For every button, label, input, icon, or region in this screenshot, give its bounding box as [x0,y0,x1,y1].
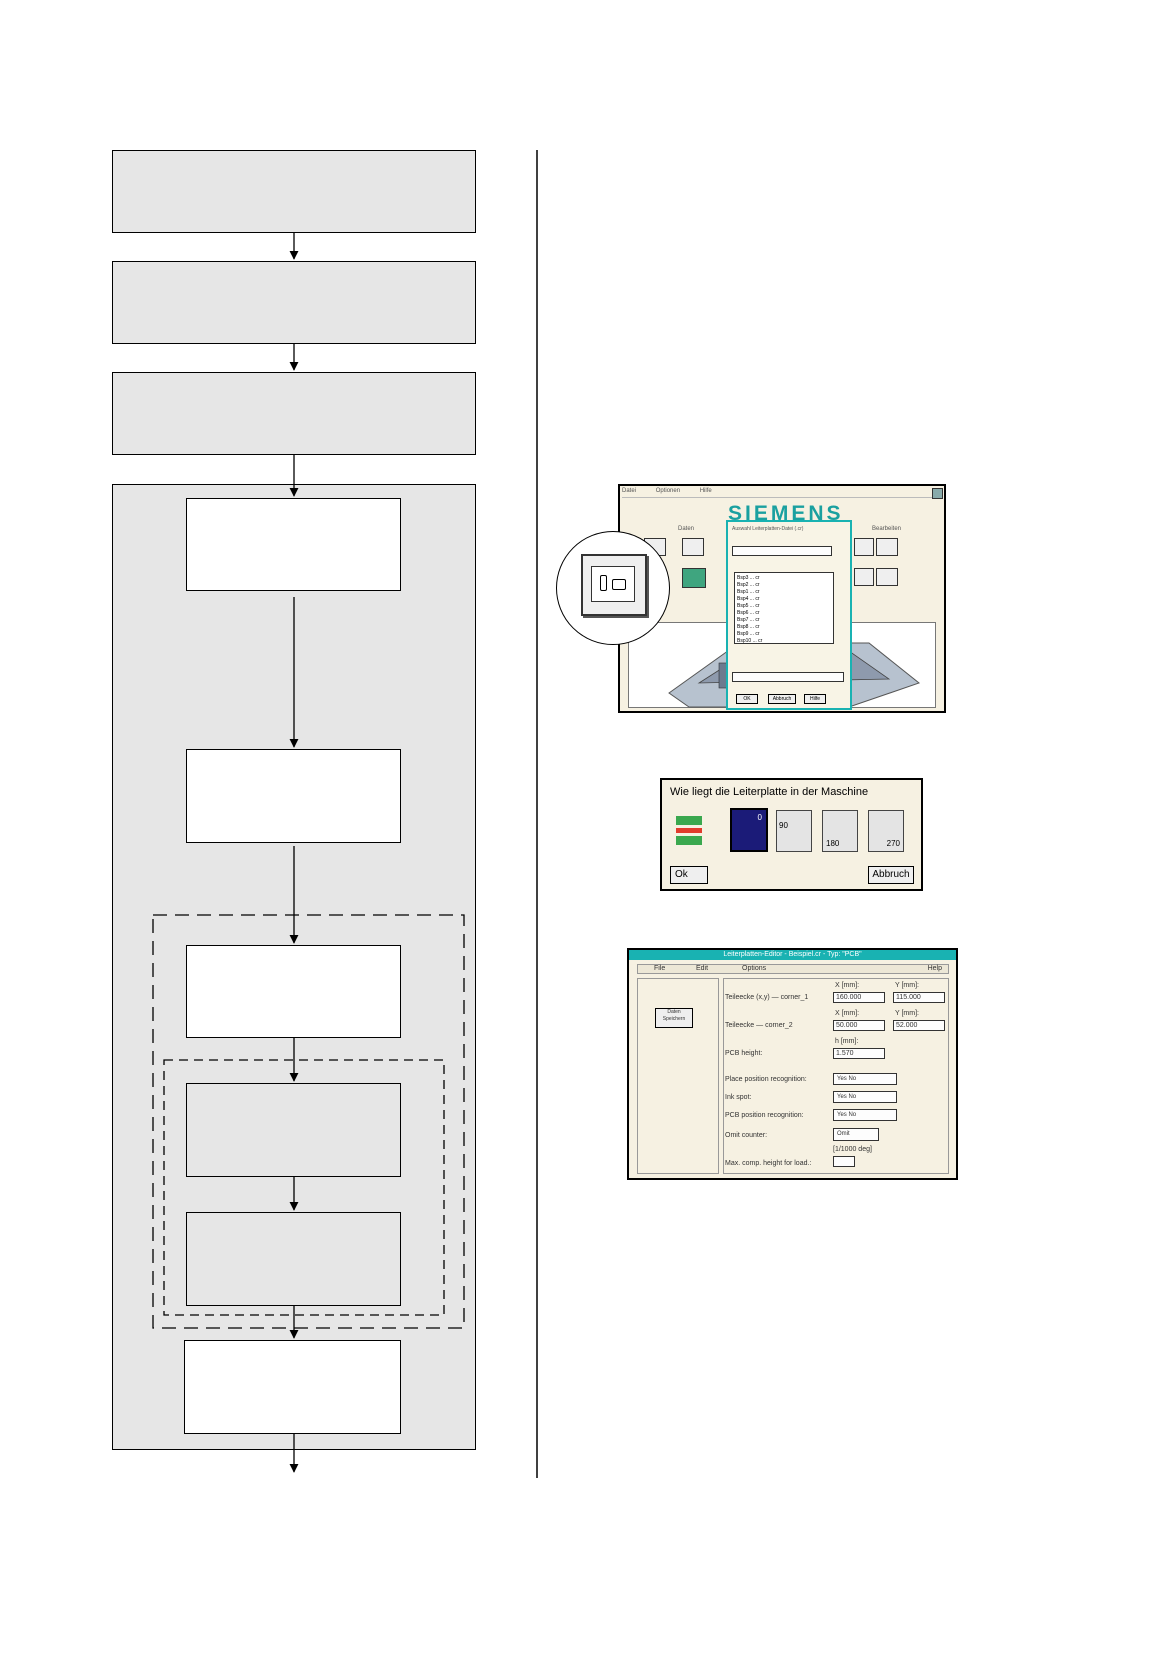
angle-label-180: 180 [826,839,840,848]
orientation-option-180[interactable]: 180 [822,810,858,852]
flow-substep-4 [186,1083,401,1177]
dashed-group-outer [152,914,465,1329]
conveyor-icon [676,816,702,846]
corner1-y-field[interactable]: 115.000 [893,992,945,1003]
pcb-menu-options[interactable]: Options [742,965,767,972]
pcb-editor-left-panel [637,978,719,1174]
orientation-ok-button[interactable]: Ok [670,866,708,884]
corner2-x-field[interactable]: 50.000 [833,1020,885,1031]
flow-substep-1 [186,498,401,591]
save-data-button[interactable]: Daten Speichern [655,1008,693,1028]
file-name-field[interactable] [732,672,844,682]
pcb-menu-help[interactable]: Help [927,965,942,972]
flow-step-2 [112,261,476,344]
list-item[interactable]: Bsp5 ... cr [737,603,760,609]
flow-step-1 [112,150,476,233]
flow-substep-5 [186,1212,401,1306]
ink-spot-radio[interactable]: Yes No [833,1091,897,1103]
ink-spot-label: Ink spot: [725,1094,752,1101]
coord-head-y2: Y [mm]: [895,1010,919,1017]
angle-label-90: 90 [779,821,788,830]
max-height-field[interactable] [833,1156,855,1167]
list-item[interactable]: Bsp4 ... cr [737,596,760,602]
toolbar-icon-2[interactable] [682,538,704,556]
file-dialog-title: Auswahl Leiterplatten-Datei (.cr) [732,526,804,532]
file-cancel-button[interactable]: Abbruch [768,694,796,704]
orientation-dialog: Wie liegt die Leiterplatte in der Maschi… [660,778,923,891]
menu-item-2[interactable]: Optionen [655,488,681,494]
file-path-field[interactable] [732,546,832,556]
list-item[interactable]: Bsp1 ... cr [737,589,760,595]
file-help-button[interactable]: Hilfe [804,694,826,704]
angle-label-270: 270 [886,839,900,848]
pcb-recognition-label: PCB position recognition: [725,1112,804,1119]
corner1-label: Teileecke (x,y) — corner_1 [725,994,809,1001]
group-label-left: Daten [678,526,695,532]
dashed-group-inner [163,1059,445,1316]
flow-substep-2 [186,749,401,843]
pcb-height-field[interactable]: 1.570 [833,1048,885,1059]
menu-item-3[interactable]: Hilfe [699,488,712,494]
toolbar-icon-4[interactable] [854,538,874,556]
list-item[interactable]: Bsp9 ... cr [737,631,760,637]
angle-label-0: 0 [757,813,762,822]
pcb-editor-dialog: Leiterplatten-Editor - Beispiel.cr - Typ… [627,948,958,1180]
orientation-option-0[interactable]: 0 [730,808,768,852]
close-icon[interactable] [932,488,943,499]
orientation-option-90[interactable]: 90 [776,810,812,852]
flow-substep-3 [186,945,401,1038]
file-select-dialog: Auswahl Leiterplatten-Datei (.cr) Bsp3 .… [726,520,852,710]
group-label-right: Bearbeiten [872,526,902,532]
software-screenshot-main: Datei Optionen Hilfe SIEMENS Daten Bearb… [618,484,946,713]
place-recognition-label: Place position recognition: [725,1076,807,1083]
pcb-editor-title: Leiterplatten-Editor - Beispiel.cr - Typ… [629,950,956,960]
list-item[interactable]: Bsp8 ... cr [737,624,760,630]
pcb-menu-edit[interactable]: Edit [696,965,709,972]
corner2-label: Teileecke — corner_2 [725,1022,793,1029]
orientation-cancel-button[interactable]: Abbruch [868,866,914,884]
list-item[interactable]: Bsp10 ... cr [737,638,763,644]
corner2-y-field[interactable]: 52.000 [893,1020,945,1031]
place-recognition-radio[interactable]: Yes No [833,1073,897,1085]
toolbar-icon-load-pcb[interactable] [682,568,706,588]
magnified-icon-face [591,566,635,602]
pcb-height-label: PCB height: [725,1050,763,1057]
coord-head-y1: Y [mm]: [895,982,919,989]
toolbar-icon-6[interactable] [854,568,874,586]
list-item[interactable]: Bsp7 ... cr [737,617,760,623]
coord-head-x2: X [mm]: [835,1010,860,1017]
toolbar-icon-7[interactable] [876,568,898,586]
corner1-x-field[interactable]: 160.000 [833,992,885,1003]
orientation-option-270[interactable]: 270 [868,810,904,852]
magnified-load-icon [581,554,647,616]
file-ok-button[interactable]: OK [736,694,758,704]
magnifier-circle [556,531,670,645]
coord-head-x1: X [mm]: [835,982,860,989]
orientation-question: Wie liegt die Leiterplatte in der Maschi… [670,786,869,798]
file-list[interactable]: Bsp3 ... cr Bsp2 ... cr Bsp1 ... cr Bsp4… [734,572,834,644]
list-item[interactable]: Bsp3 ... cr [737,575,760,581]
pcb-editor-form [723,978,949,1174]
toolbar-icon-5[interactable] [876,538,898,556]
flow-substep-6 [184,1340,401,1434]
list-item[interactable]: Bsp2 ... cr [737,582,760,588]
max-height-label: Max. comp. height for load.: [725,1160,812,1167]
siemens-logo: SIEMENS [728,502,844,525]
pcb-menu-file[interactable]: File [654,965,666,972]
pcb-recognition-radio[interactable]: Yes No [833,1109,897,1121]
omit-counter-checkbox[interactable]: Omit [833,1128,879,1141]
pcb-editor-menubar: File Edit Options Help [637,964,949,974]
height-head: h [mm]: [835,1038,859,1045]
max-height-head: [1/1000 deg] [833,1146,872,1153]
menu-bar: Datei Optionen Hilfe [622,488,942,498]
flow-step-3 [112,372,476,455]
menu-item-1[interactable]: Datei [622,488,637,494]
list-item[interactable]: Bsp6 ... cr [737,610,760,616]
omit-counter-label: Omit counter: [725,1132,768,1139]
